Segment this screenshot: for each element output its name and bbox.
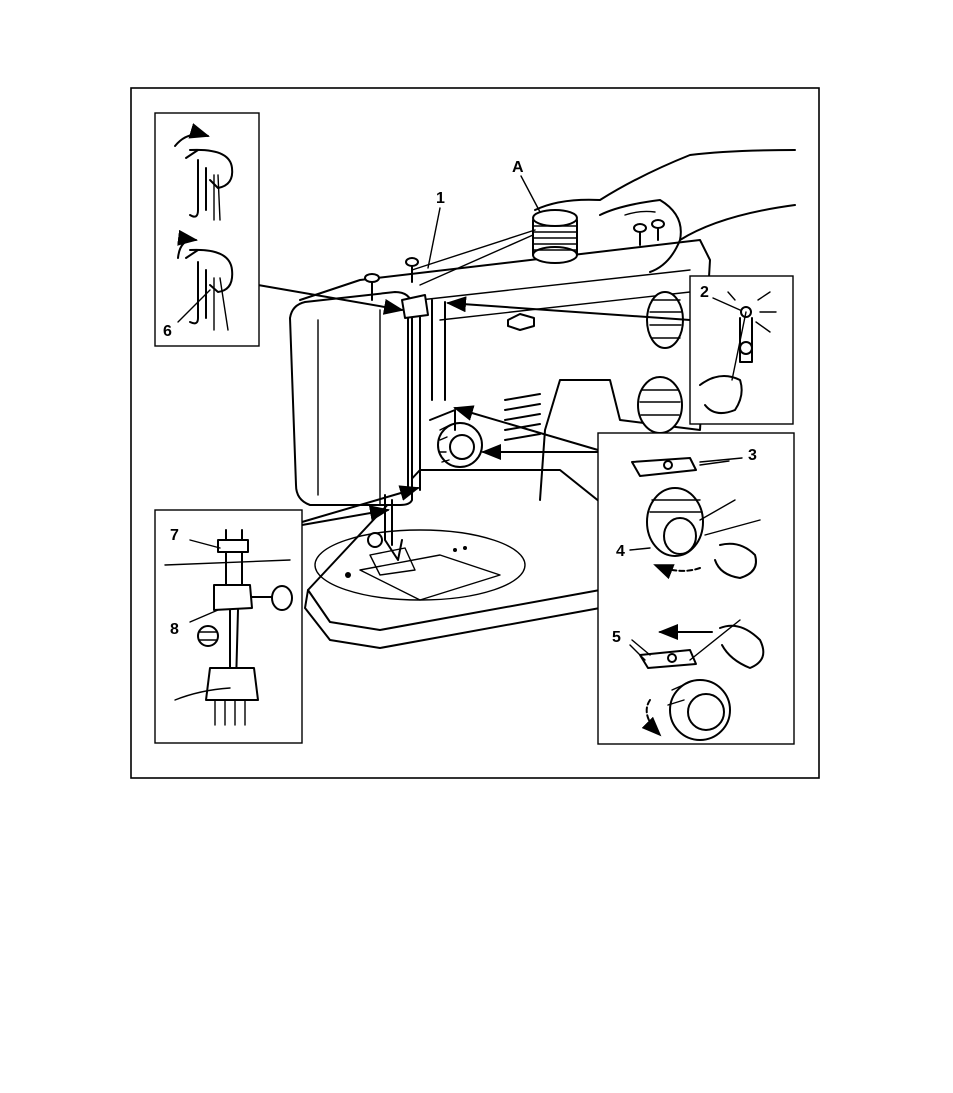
inset-tension-threading: 4 3 5 — [598, 433, 794, 744]
label-4: 4 — [616, 543, 625, 560]
label-5: 5 — [612, 629, 621, 646]
label-2: 2 — [700, 284, 709, 301]
label-A: A — [512, 159, 524, 176]
label-6: 6 — [163, 323, 172, 340]
label-3: 3 — [748, 447, 757, 464]
label-8: 8 — [170, 621, 179, 638]
inset-needle-threading: 7 8 — [155, 510, 302, 743]
label-7: 7 — [170, 527, 179, 544]
label-1: 1 — [436, 190, 445, 207]
inset-take-up-lever: 6 — [155, 113, 259, 346]
inset-thread-guide: 2 — [690, 276, 793, 424]
